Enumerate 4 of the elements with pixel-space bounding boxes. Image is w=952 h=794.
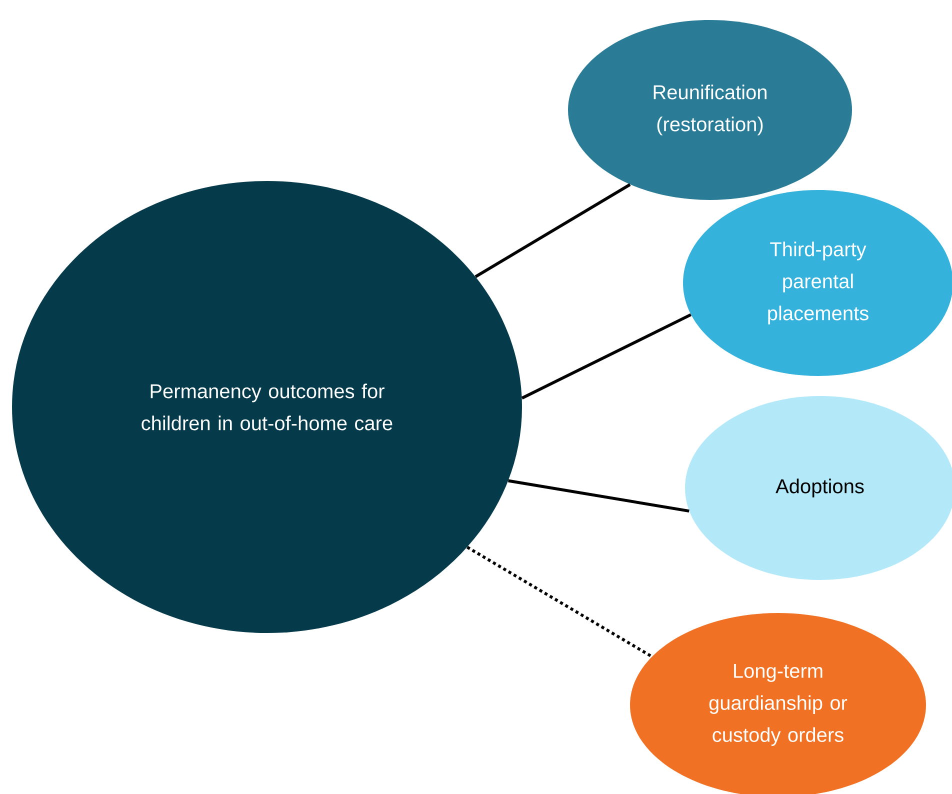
connector-line bbox=[521, 313, 692, 400]
connector-line bbox=[474, 183, 631, 278]
connector-line bbox=[508, 479, 690, 513]
connector-line bbox=[466, 546, 653, 658]
